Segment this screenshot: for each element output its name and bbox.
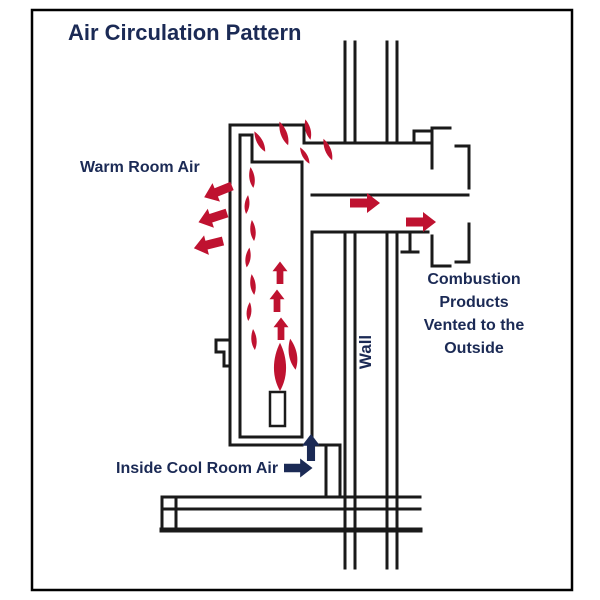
convection-up-arrow <box>273 317 289 340</box>
warm-air-wisp-icon <box>251 329 257 350</box>
cool-air-right-arrow <box>284 458 313 478</box>
wall-label: Wall <box>356 335 375 369</box>
cool-air-arrows <box>284 433 321 478</box>
combustion-label-line: Outside <box>444 340 504 357</box>
warm-air-wisps-channel <box>244 167 257 350</box>
warm-air-wisp-icon <box>254 131 266 152</box>
flame-icon <box>273 342 287 391</box>
cool-air-up-arrow <box>301 433 321 461</box>
warm-air-wisp-icon <box>250 274 256 295</box>
firebox-outline-inner <box>238 133 304 439</box>
combustion-label-line: Combustion <box>427 271 520 288</box>
warm-air-wisp-icon <box>304 119 312 140</box>
wall-louver-bracket <box>214 338 232 368</box>
combustion-label-line: Products <box>439 294 508 311</box>
warm-air-arrow <box>193 235 225 255</box>
warm-room-air-label: Warm Room Air <box>80 159 200 176</box>
diagram-title: Air Circulation Pattern <box>68 20 301 45</box>
warm-air-out-arrows <box>193 181 234 255</box>
floor-lines <box>160 495 422 532</box>
combustion-exhaust-arrow <box>350 193 380 213</box>
warm-air-wisp-icon <box>249 167 255 188</box>
combustion-products-label: Combustion Products Vented to the Outsid… <box>424 271 525 357</box>
pedestal-lines <box>324 443 342 499</box>
vent-cap-bracket-upper-left <box>430 126 452 170</box>
convection-arrows <box>269 261 289 340</box>
fire <box>273 338 298 391</box>
warm-air-wisp-icon <box>279 121 289 146</box>
warm-air-arrow <box>204 181 234 202</box>
warm-air-arrow <box>198 208 229 228</box>
flame-icon <box>288 338 298 370</box>
warm-air-wisp-icon <box>246 302 252 321</box>
combustion-label-line: Vented to the <box>424 317 525 334</box>
warm-air-wisp-icon <box>250 220 256 241</box>
vent-cap-bracket-lower-right <box>454 222 471 264</box>
cool-room-air-label: Inside Cool Room Air <box>116 460 278 477</box>
diagram-border <box>30 8 574 592</box>
convection-up-arrow <box>272 261 288 284</box>
firebox-outline-outer <box>228 123 432 447</box>
vent-cap-bracket-upper-right <box>454 144 471 190</box>
burner-rect <box>268 390 287 428</box>
vent-duct-step-top <box>412 129 432 145</box>
firebox-back-wall <box>300 160 314 447</box>
warm-air-wisps-top <box>254 119 333 164</box>
warm-air-wisp-icon <box>323 138 333 161</box>
vent-duct-lines <box>310 193 470 234</box>
warm-air-wisp-icon <box>300 147 310 164</box>
vent-cap-bracket-lower-left <box>430 234 452 268</box>
house-wall-lines <box>343 40 399 570</box>
vent-duct-step-bottom <box>400 230 420 254</box>
combustion-exhaust-arrow <box>406 212 436 232</box>
warm-air-wisp-icon <box>245 247 251 268</box>
warm-air-wisp-icon <box>244 195 250 214</box>
convection-up-arrow <box>269 289 285 312</box>
combustion-exhaust-arrows <box>350 193 436 232</box>
